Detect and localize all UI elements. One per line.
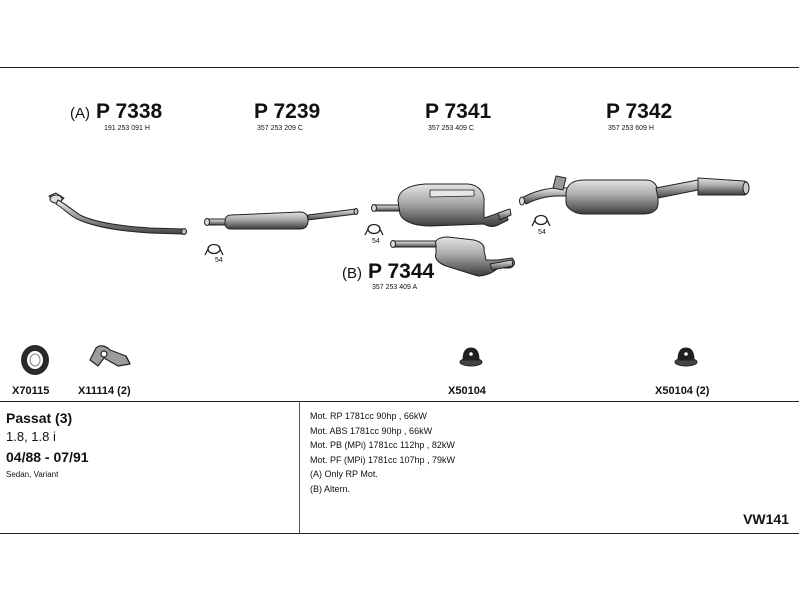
vehicle-years: 04/88 - 07/91 [6, 449, 89, 465]
engine-line: Mot. ABS 1781cc 90hp , 66kW [310, 425, 433, 436]
clamp-number: 54 [372, 238, 380, 245]
engine-note: (B) Altern. [310, 483, 351, 494]
part-label-p7342: P 7342 [606, 100, 673, 123]
clamp-bracket-icon [89, 345, 131, 367]
engine-line: Mot. RP 1781cc 90hp , 66kW [310, 411, 427, 421]
accessory-code: X11114 (2) [78, 385, 131, 397]
middle-muffler-p7341 [371, 183, 512, 228]
engine-line: Mot. PB (MPi) 1781cc 112hp , 82kW [310, 440, 455, 450]
vehicle-engine: 1.8, 1.8 i [6, 429, 56, 444]
part-label-p7341: P 7341 [425, 100, 492, 123]
front-pipe-p7338 [48, 192, 187, 235]
accessory-code: X50104 [448, 385, 486, 397]
rubber-hanger-icon [459, 347, 483, 367]
accessory-code: X70115 [12, 385, 50, 397]
oe-number-p7341: 357 253 409 C [428, 125, 474, 132]
rear-muffler-p7342 [519, 175, 750, 215]
engine-note: (A) Only RP Mot. [310, 469, 378, 479]
exhaust-diagram-sheet: (A)P 7338 191 253 091 H P 7239 357 253 2… [0, 67, 799, 534]
exhaust-drawing [21, 175, 750, 375]
center-silencer-p7239 [204, 208, 359, 230]
rubber-hanger-icon [674, 347, 698, 367]
part-label-p7239: P 7239 [254, 100, 321, 123]
engine-list: Mot. RP 1781cc 90hp , 66kW Mot. ABS 1781… [310, 409, 455, 496]
info-divider [0, 401, 799, 402]
part-label-p7344: (B)P 7344 [342, 260, 435, 283]
reference-code: VW141 [743, 511, 789, 527]
part-label-p7338: (A)P 7338 [70, 100, 163, 123]
gasket-ring-icon [21, 345, 49, 375]
oe-number-p7342: 357 253 609 H [608, 125, 654, 132]
accessory-code: X50104 (2) [655, 385, 710, 397]
clamp-icon [204, 243, 224, 256]
vehicle-body: Sedan, Variant [6, 470, 59, 479]
clamp-number: 54 [538, 229, 546, 236]
vehicle-model: Passat (3) [6, 410, 73, 426]
oe-number-p7239: 357 253 209 C [257, 125, 303, 132]
info-split [299, 401, 300, 533]
clamp-icon [364, 223, 384, 236]
engine-line: Mot. PF (MPi) 1781cc 107hp , 79kW [310, 454, 456, 465]
vehicle-info: Passat (3) 1.8, 1.8 i 04/88 - 07/91 Seda… [6, 410, 89, 479]
oe-number-p7338: 191 253 091 H [104, 125, 150, 132]
alt-muffler-p7344 [390, 236, 515, 277]
oe-number-p7344: 357 253 409 A [372, 284, 418, 291]
clamp-number: 54 [215, 257, 223, 264]
clamp-icon [531, 214, 551, 227]
